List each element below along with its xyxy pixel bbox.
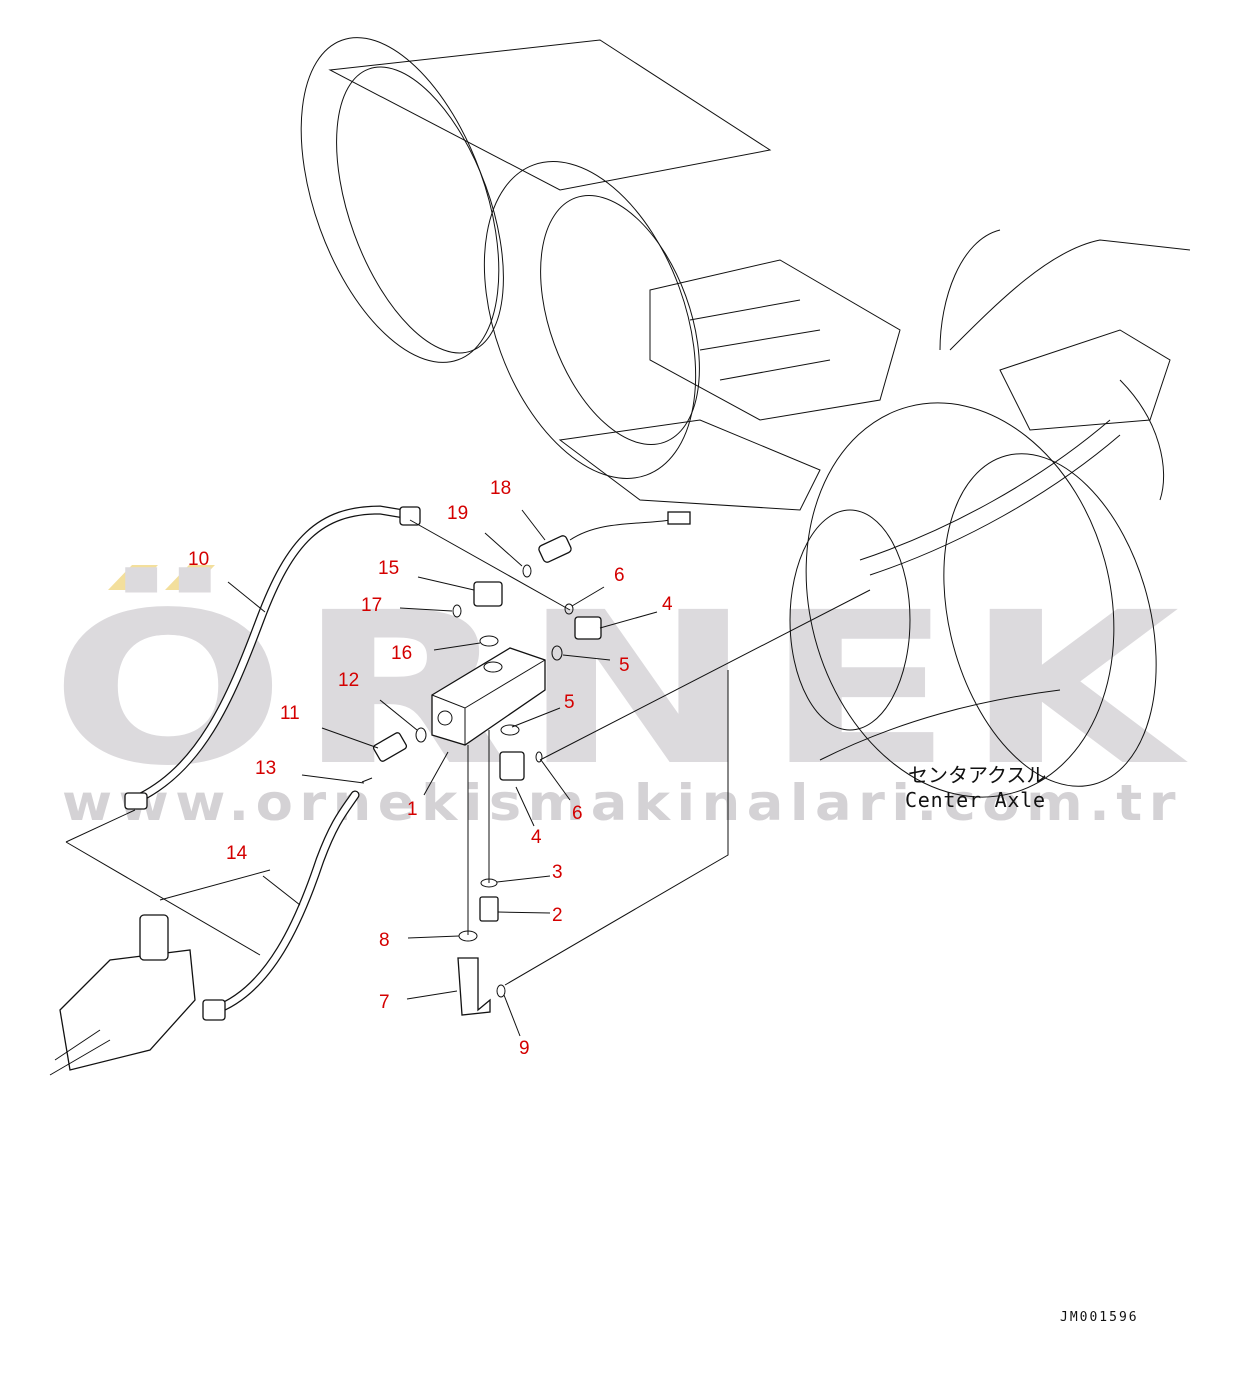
callout-7[interactable]: 7	[379, 992, 390, 1013]
callout-5-lower[interactable]: 5	[564, 692, 575, 713]
callout-8[interactable]: 8	[379, 930, 390, 951]
assembly-label-english: Center Axle	[905, 788, 1045, 812]
callout-4[interactable]: 4	[662, 594, 673, 615]
assembly-label-japanese: センタアクスル	[908, 763, 1046, 787]
hose-14	[202, 790, 360, 1021]
guide-lines	[65, 519, 871, 986]
hose-10	[124, 505, 421, 810]
watermark-url: www.ornekismakinalari.com.tr	[62, 774, 1182, 832]
watermark-umlaut-left	[108, 565, 158, 590]
callout-13[interactable]: 13	[255, 758, 276, 779]
callout-4-lower[interactable]: 4	[531, 827, 542, 848]
callout-11[interactable]: 11	[280, 703, 300, 724]
callout-3[interactable]: 3	[552, 862, 563, 883]
drawing-code: JM001596	[1060, 1310, 1139, 1325]
callout-18[interactable]: 18	[490, 478, 511, 499]
callout-16[interactable]: 16	[391, 643, 412, 664]
center-axle-drawing	[300, 37, 1191, 798]
callout-6[interactable]: 6	[614, 565, 625, 586]
callout-6-lower[interactable]: 6	[572, 803, 583, 824]
callout-5[interactable]: 5	[619, 655, 630, 676]
watermark-umlaut-right	[165, 565, 215, 590]
callout-1[interactable]: 1	[407, 799, 418, 820]
callout-17[interactable]: 17	[361, 595, 382, 616]
callout-10[interactable]: 10	[188, 549, 209, 570]
valve-block	[431, 647, 546, 746]
callouts: 18 19 10 15 6 4 17 16 5 12 11 5 13 6 1 4…	[188, 478, 673, 1059]
callout-9[interactable]: 9	[519, 1038, 530, 1059]
small-parts	[49, 511, 691, 1076]
callout-2[interactable]: 2	[552, 905, 563, 926]
leader-lines	[227, 509, 658, 1037]
callout-19[interactable]: 19	[447, 503, 468, 524]
watermark-brand: ÖRNEK	[50, 566, 1190, 812]
callout-15[interactable]: 15	[378, 558, 399, 579]
watermark: ÖRNEK www.ornekismakinalari.com.tr	[50, 565, 1190, 832]
callout-14[interactable]: 14	[226, 843, 248, 864]
callout-12[interactable]: 12	[338, 670, 359, 691]
